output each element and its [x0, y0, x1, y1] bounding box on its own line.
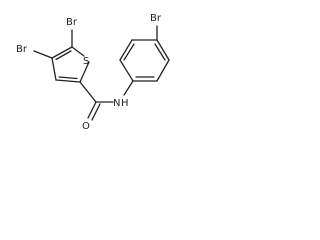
bond-c4-br: [33, 50, 53, 59]
bond-ph-1: [119, 59, 134, 82]
atom-nitrogen: N: [113, 98, 120, 109]
bond-carbonyl-o: [87, 101, 97, 119]
bond-c4-c5: [51, 46, 73, 59]
bond-ph-4: [156, 39, 170, 61]
bond-c3-c4: [51, 57, 57, 81]
bond-ph-4-double: [154, 43, 166, 61]
bond-c2-carbonyl: [79, 81, 97, 103]
bond-ph-2: [119, 39, 133, 61]
bond-c4-c5-double: [55, 50, 72, 61]
structure-drawing: Br Br Br S O N H: [16, 13, 170, 132]
atom-sulfur: S: [83, 56, 89, 67]
bond-c2-c3-double: [58, 76, 78, 80]
atom-br-c4: Br: [16, 44, 28, 55]
molecule-canvas: Br Br Br S O N H: [0, 0, 192, 148]
bond-ph-2-double: [123, 43, 135, 61]
bond-ph-5: [156, 59, 170, 82]
bond-s1-c2: [79, 61, 90, 83]
atom-br-para: Br: [150, 13, 162, 24]
atom-hydrogen: H: [121, 98, 129, 109]
atom-br-c5: Br: [66, 17, 78, 28]
bond-n-ipso: [123, 80, 134, 96]
bond-c2-c3: [55, 79, 81, 83]
bond-carbonyl-o-double: [91, 103, 101, 121]
bond-c5-s1: [71, 46, 85, 57]
atom-oxygen: O: [82, 121, 90, 132]
